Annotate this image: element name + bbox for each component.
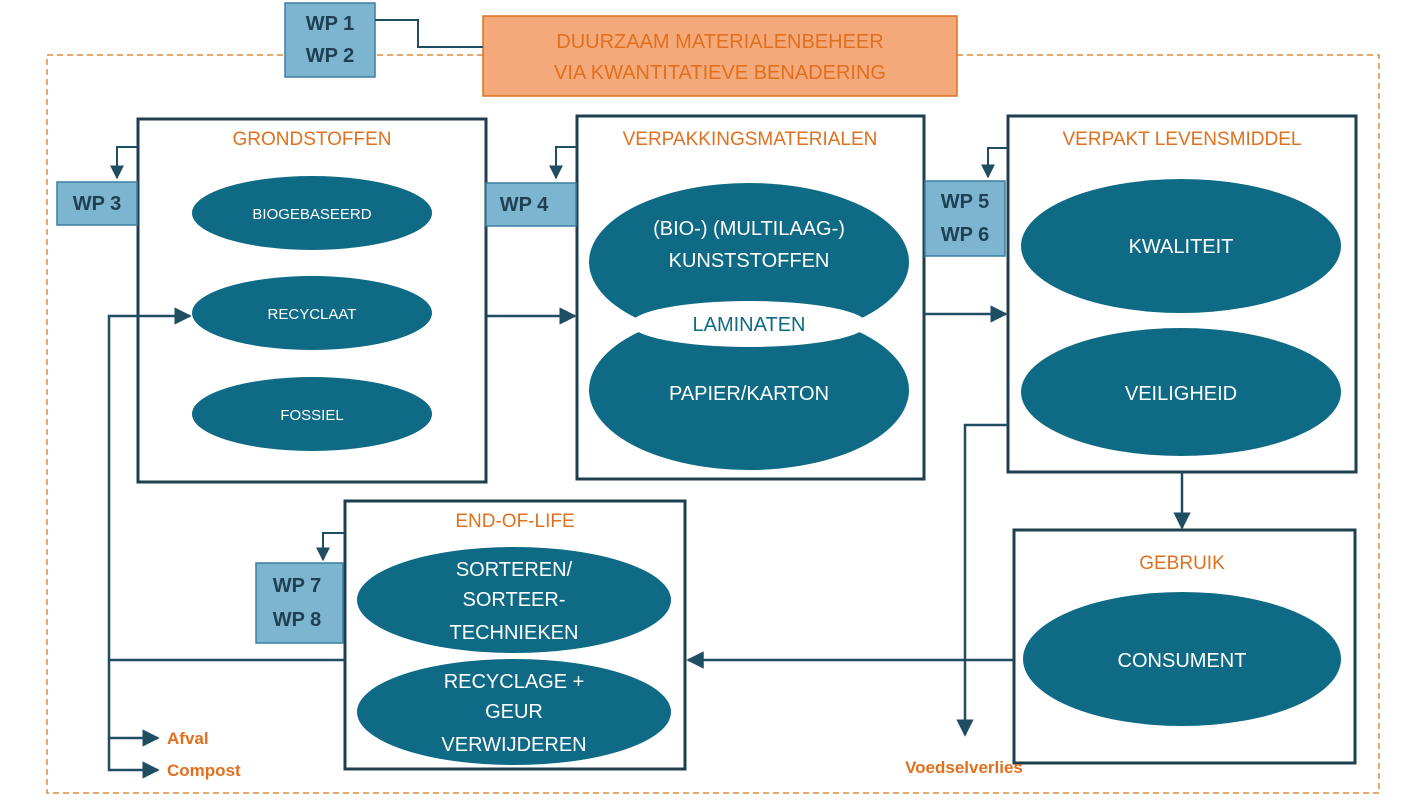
consument-ellipse — [1023, 592, 1341, 726]
laminaten-overlap — [631, 301, 867, 347]
compost-label: Compost — [167, 761, 241, 780]
wp-7-8-tag — [255, 562, 344, 644]
papier-karton-label: PAPIER/KARTON — [669, 383, 829, 405]
wp-1-2-tag: WP 1 WP 2 — [284, 2, 376, 78]
laminaten-label: LAMINATEN — [693, 314, 806, 336]
kunststoffen-label-line-1: (BIO-) (MULTILAAG-) — [653, 218, 845, 240]
biogebaseerd-ellipse — [192, 176, 432, 250]
flow-to-compost — [107, 738, 160, 779]
sorteren-label-line-1: SORTEREN/ — [456, 559, 573, 581]
consument-label: CONSUMENT — [1118, 650, 1247, 672]
voedselverlies-label: Voedselverlies — [905, 758, 1023, 777]
wp-1-2-connector — [375, 19, 483, 48]
verpakkingsmaterialen-box: VERPAKKINGSMATERIALEN (BIO-) (MULTILAAG-… — [575, 114, 926, 481]
kwaliteit-label: KWALITEIT — [1129, 236, 1234, 258]
wp-3-connector — [110, 146, 138, 180]
wp-3-tag — [56, 181, 138, 226]
flow-to-afval — [107, 660, 160, 747]
verpakt-levensmiddel-box: VERPAKT LEVENSMIDDEL KWALITEIT VEILIGHEI… — [1006, 114, 1358, 474]
title-box: DUURZAAM MATERIALENBEHEER VIA KWANTITATI… — [482, 15, 958, 97]
recyclaat-ellipse — [192, 276, 432, 350]
recyclage-label-line-3: VERWIJDEREN — [441, 734, 586, 756]
sorteren-label-line-3: TECHNIEKEN — [450, 622, 579, 644]
flow-recycling-loop — [107, 307, 345, 662]
wp-3-label: WP 3 — [73, 193, 122, 215]
fossiel-label: FOSSIEL — [280, 407, 343, 424]
kunststoffen-label-line-2: KUNSTSTOFFEN — [669, 250, 830, 272]
verpakt-levensmiddel-title: VERPAKT LEVENSMIDDEL — [1063, 129, 1302, 150]
biogebaseerd-label: BIOGEBASEERD — [252, 206, 371, 223]
gebruik-box: GEBRUIK CONSUMENT — [1012, 528, 1357, 765]
end-of-life-box: END-OF-LIFE SORTEREN/ SORTEER- TECHNIEKE… — [343, 499, 687, 771]
wp-7-8-connector — [316, 532, 345, 562]
recyclage-label-line-2: GEUR — [485, 701, 543, 723]
fossiel-ellipse — [192, 377, 432, 451]
sorteren-label-line-2: SORTEER- — [463, 589, 566, 611]
gebruik-title: GEBRUIK — [1139, 553, 1225, 574]
title-line-2: VIA KWANTITATIEVE BENADERING — [554, 62, 886, 84]
title-line-1: DUURZAAM MATERIALENBEHEER — [556, 31, 883, 53]
veiligheid-label: VEILIGHEID — [1125, 383, 1237, 405]
grondstoffen-title: GRONDSTOFFEN — [232, 129, 391, 150]
kwaliteit-ellipse — [1021, 179, 1341, 313]
sorteren-ellipse — [357, 547, 671, 653]
recyclage-ellipse — [357, 659, 671, 765]
flow-to-voedselverlies — [956, 423, 1008, 737]
recyclaat-label: RECYCLAAT — [268, 306, 357, 323]
wp-5-6-connector — [981, 147, 1008, 179]
kunststoffen-ellipse — [589, 183, 909, 341]
wp-5-6-tag — [924, 180, 1006, 257]
end-of-life-title: END-OF-LIFE — [455, 511, 574, 532]
wp-4-connector — [549, 146, 577, 180]
wp-2-label: WP 2 — [306, 45, 355, 67]
wp-1-label: WP 1 — [306, 13, 355, 35]
wp-6-label: WP 6 — [941, 224, 990, 246]
verpakkingsmaterialen-title: VERPAKKINGSMATERIALEN — [623, 129, 878, 150]
veiligheid-ellipse — [1021, 328, 1341, 456]
wp-5-label: WP 5 — [941, 191, 990, 213]
wp-4-tag — [485, 182, 577, 227]
wp-4-label: WP 4 — [500, 194, 549, 216]
wp-7-label: WP 7 — [273, 575, 322, 597]
grondstoffen-box: GRONDSTOFFEN BIOGEBASEERD RECYCLAAT FOSS… — [136, 117, 488, 484]
wp-8-label: WP 8 — [273, 609, 322, 631]
recyclage-label-line-1: RECYCLAGE + — [444, 671, 585, 693]
afval-label: Afval — [167, 729, 209, 748]
papier-karton-ellipse — [589, 310, 909, 470]
